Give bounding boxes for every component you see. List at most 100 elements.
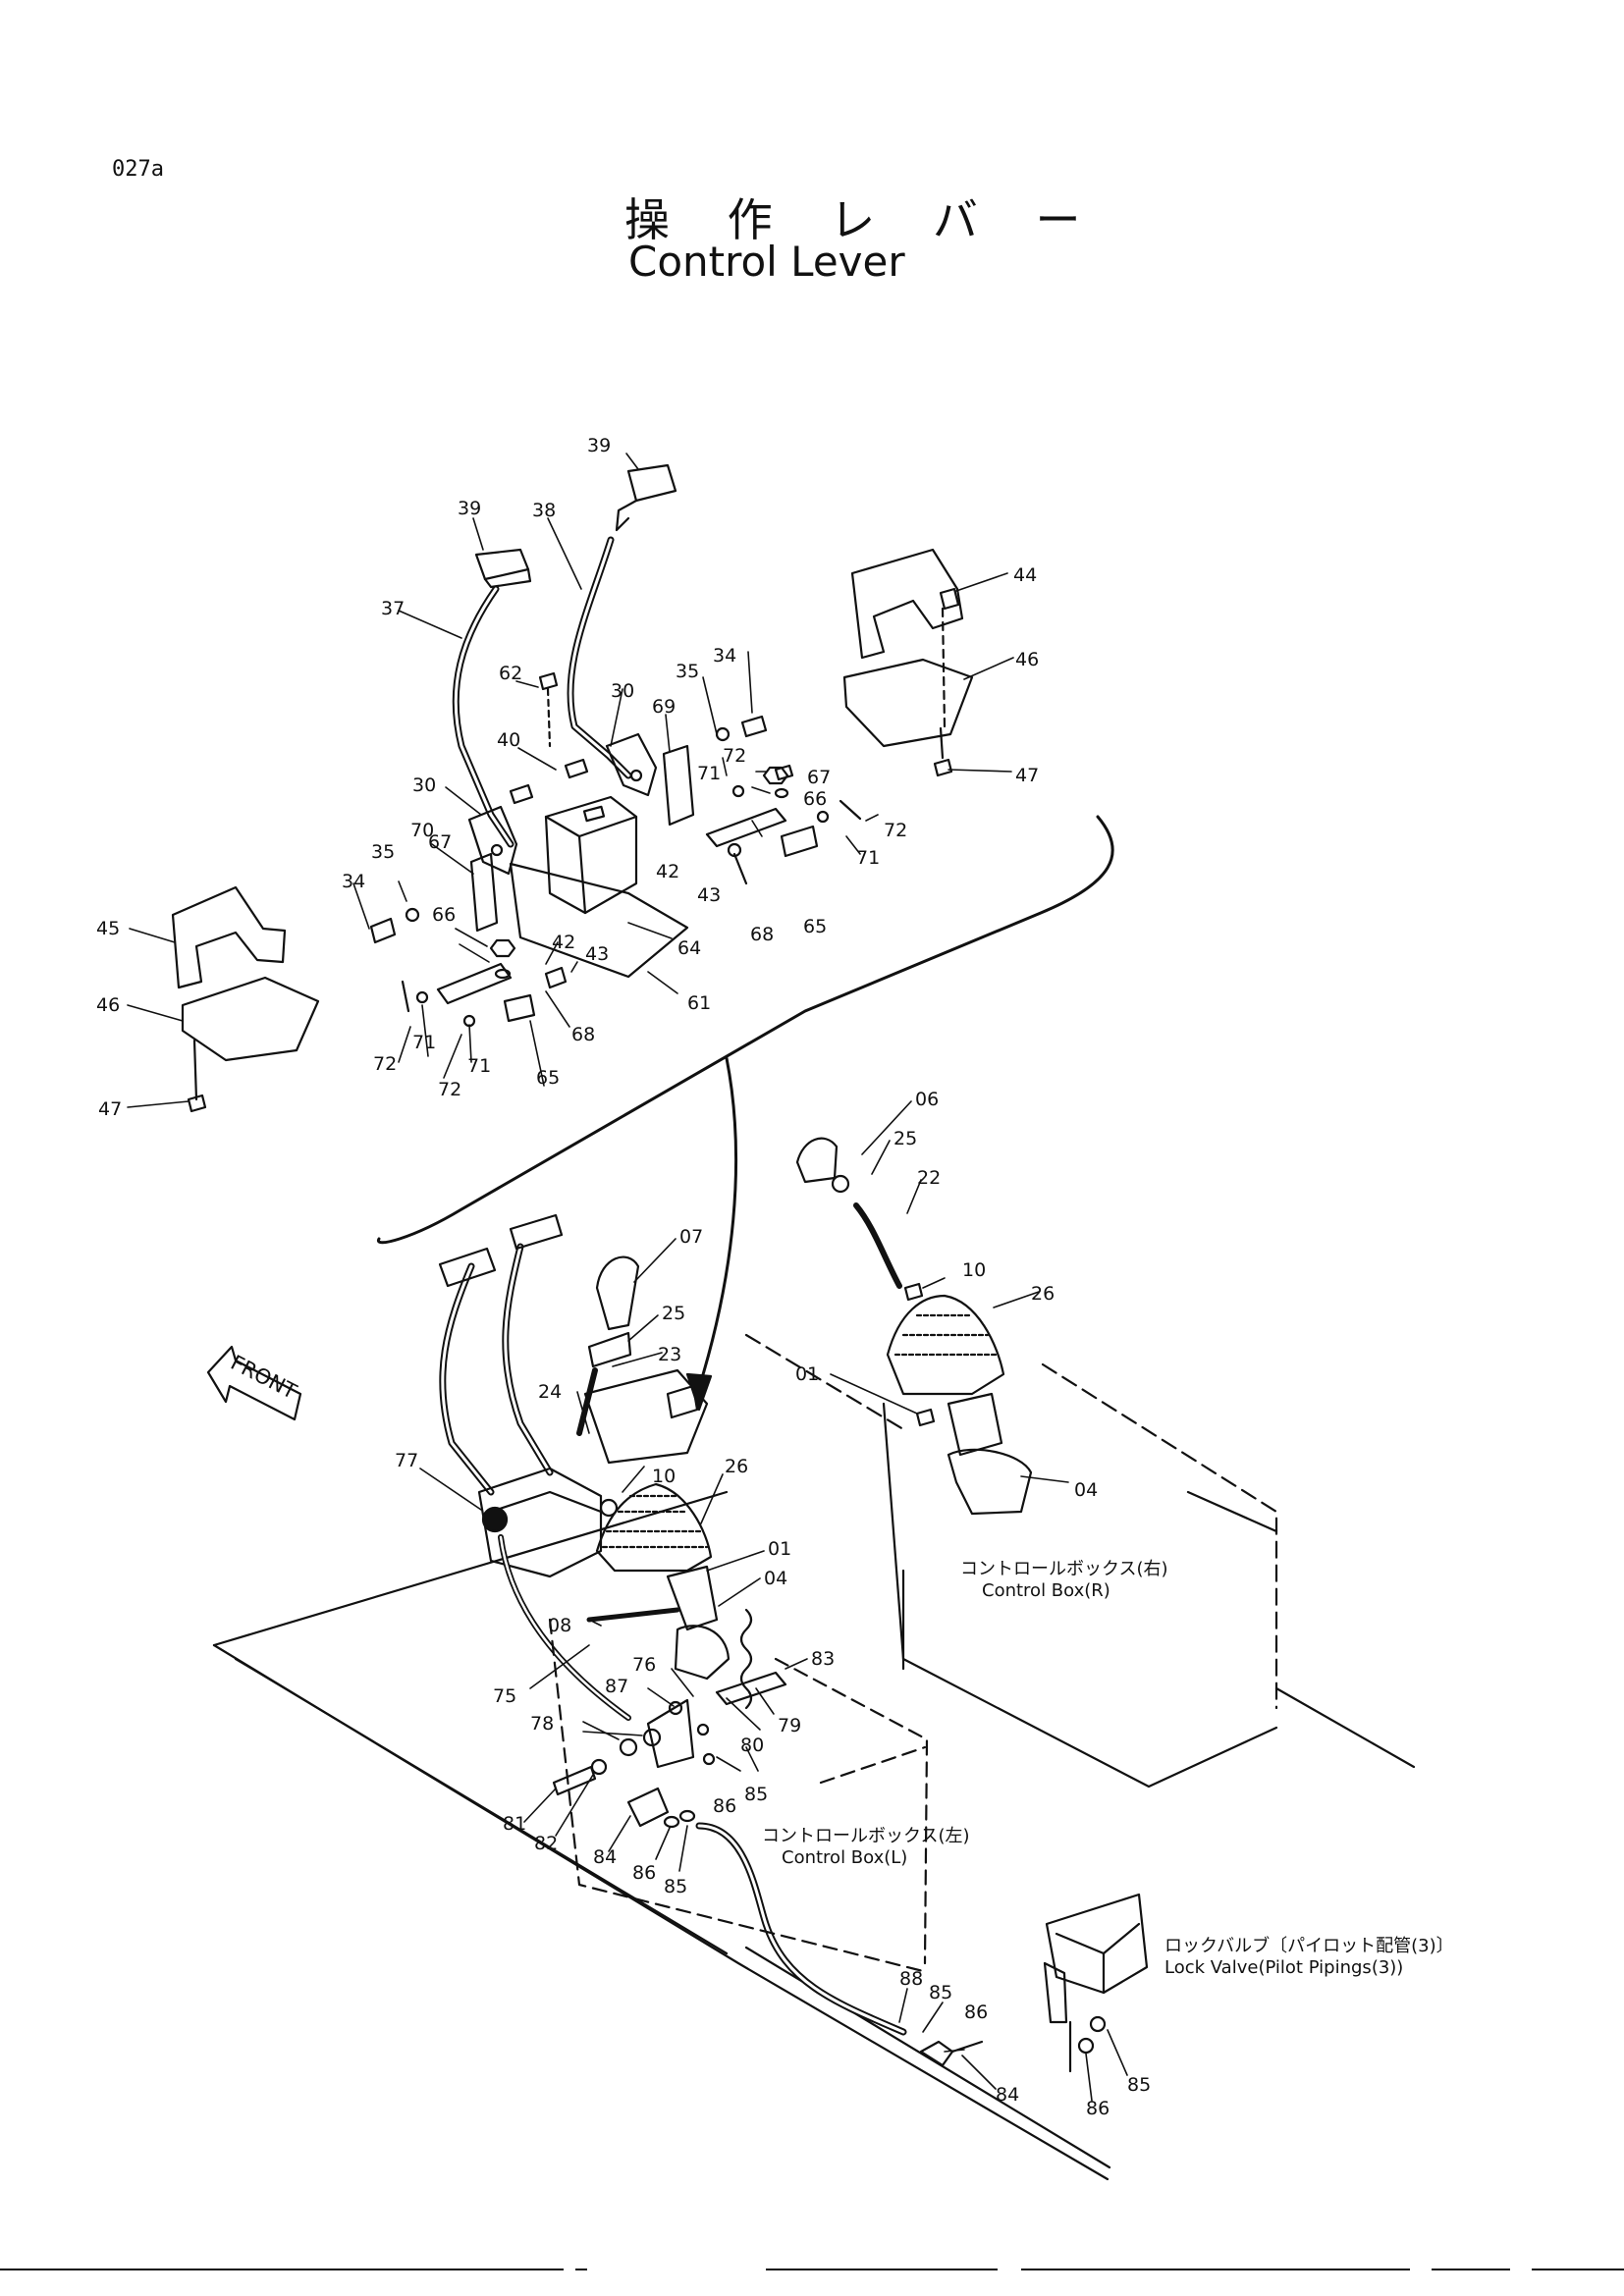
callout: 61: [687, 992, 711, 1014]
callout: 23: [658, 1344, 681, 1365]
callout: 04: [764, 1568, 787, 1589]
callout: 39: [587, 435, 611, 456]
callout: 25: [662, 1303, 685, 1324]
callout: 83: [811, 1648, 835, 1670]
callout: 72: [438, 1079, 461, 1100]
callout: 62: [499, 663, 522, 684]
upper-right-cover: [842, 548, 974, 777]
callout: 66: [432, 904, 456, 926]
detail-reference-arrow: [695, 1056, 738, 1396]
callout: 04: [1074, 1479, 1098, 1501]
callout: 84: [593, 1846, 617, 1868]
callout: 07: [679, 1226, 703, 1248]
title-english: Control Lever: [628, 238, 905, 286]
callout: 10: [652, 1466, 676, 1487]
callout: 46: [1015, 649, 1039, 670]
upper-lever-assembly: [369, 463, 862, 1028]
callout: 34: [713, 645, 736, 667]
callout: 40: [497, 729, 520, 751]
callout: 85: [1127, 2074, 1151, 2096]
callout: 34: [342, 871, 365, 892]
callout: 85: [664, 1876, 687, 1897]
callout: 79: [778, 1715, 801, 1736]
callout: 38: [532, 500, 556, 521]
callout: 72: [373, 1053, 397, 1075]
callout: 43: [697, 884, 721, 906]
control-box-l-label-jp: コントロールボックス(左): [762, 1826, 970, 1846]
callout: 43: [585, 943, 609, 965]
callout: 81: [503, 1813, 526, 1835]
callout: 76: [632, 1654, 656, 1676]
callout: 85: [929, 1982, 952, 2003]
callout: 47: [98, 1098, 122, 1120]
callout: 45: [96, 918, 120, 939]
title-japanese: 操 作 レ バ ー: [624, 193, 1103, 246]
callout: 71: [412, 1032, 436, 1053]
callout: 72: [723, 745, 746, 767]
callout: 65: [536, 1067, 560, 1089]
callout: 71: [467, 1055, 491, 1077]
callout: 71: [856, 847, 880, 869]
callout: 01: [795, 1363, 819, 1385]
callout: 67: [807, 767, 831, 788]
callout: 68: [750, 924, 774, 945]
callout: 26: [1031, 1283, 1055, 1305]
callout: 72: [884, 820, 907, 841]
callout: 47: [1015, 765, 1039, 786]
front-arrow: [206, 1345, 302, 1421]
callout: 06: [915, 1089, 939, 1110]
upper-left-cover: [171, 885, 320, 1113]
callout: 78: [530, 1713, 554, 1735]
callout: 30: [611, 680, 634, 702]
callout: 42: [552, 932, 575, 953]
callout: 35: [676, 661, 699, 682]
callout: 42: [656, 861, 679, 882]
callout: 88: [899, 1968, 923, 1990]
callout: 86: [1086, 2098, 1110, 2119]
callout: 80: [740, 1735, 764, 1756]
leader-lines: [127, 453, 1128, 2102]
callout: 25: [893, 1128, 917, 1149]
callout: 86: [713, 1795, 736, 1817]
lower-left-control-box: [212, 1213, 1111, 2181]
callout: 84: [996, 2084, 1019, 2106]
callout: 69: [652, 696, 676, 718]
callout: 24: [538, 1381, 562, 1403]
callout: 68: [571, 1024, 595, 1045]
callout: 37: [381, 598, 405, 619]
lock-valve: [919, 1893, 1149, 2073]
lock-valve-label-en: Lock Valve(Pilot Pipings(3)): [1164, 1957, 1404, 1978]
callout: 08: [548, 1615, 571, 1636]
callout: 64: [677, 937, 701, 959]
callout: 66: [803, 788, 827, 810]
control-box-r-label-jp: コントロールボックス(右): [960, 1559, 1168, 1579]
callout: 39: [458, 498, 481, 519]
callout: 26: [725, 1456, 748, 1477]
callout-numbers: 39 39 38 37 62 40 30 30 69 35 34 72 71 6…: [96, 435, 1151, 2119]
callout: 22: [917, 1167, 941, 1189]
callout: 01: [768, 1538, 791, 1560]
callout: 86: [632, 1862, 656, 1884]
lower-right-control-box: [744, 1137, 1416, 1789]
callout: 82: [534, 1833, 558, 1854]
callout: 77: [395, 1450, 418, 1471]
callout: 75: [493, 1685, 516, 1707]
page-code: 027a: [112, 157, 164, 182]
view-separator-curve: [376, 815, 1114, 1245]
callout: 70: [410, 820, 434, 841]
callout: 85: [744, 1784, 768, 1805]
callout: 10: [962, 1259, 986, 1281]
callout: 46: [96, 994, 120, 1016]
callout: 86: [964, 2002, 988, 2023]
callout: 35: [371, 841, 395, 863]
control-box-r-label-en: Control Box(R): [982, 1580, 1110, 1601]
control-box-l-label-en: Control Box(L): [782, 1847, 908, 1868]
front-label: FRONT: [227, 1351, 300, 1404]
callout: 44: [1013, 564, 1037, 586]
callout: 87: [605, 1676, 628, 1697]
callout: 30: [412, 774, 436, 796]
lock-valve-label-jp: ロックバルブ〔パイロット配管(3)〕: [1164, 1936, 1454, 1956]
callout: 65: [803, 916, 827, 937]
